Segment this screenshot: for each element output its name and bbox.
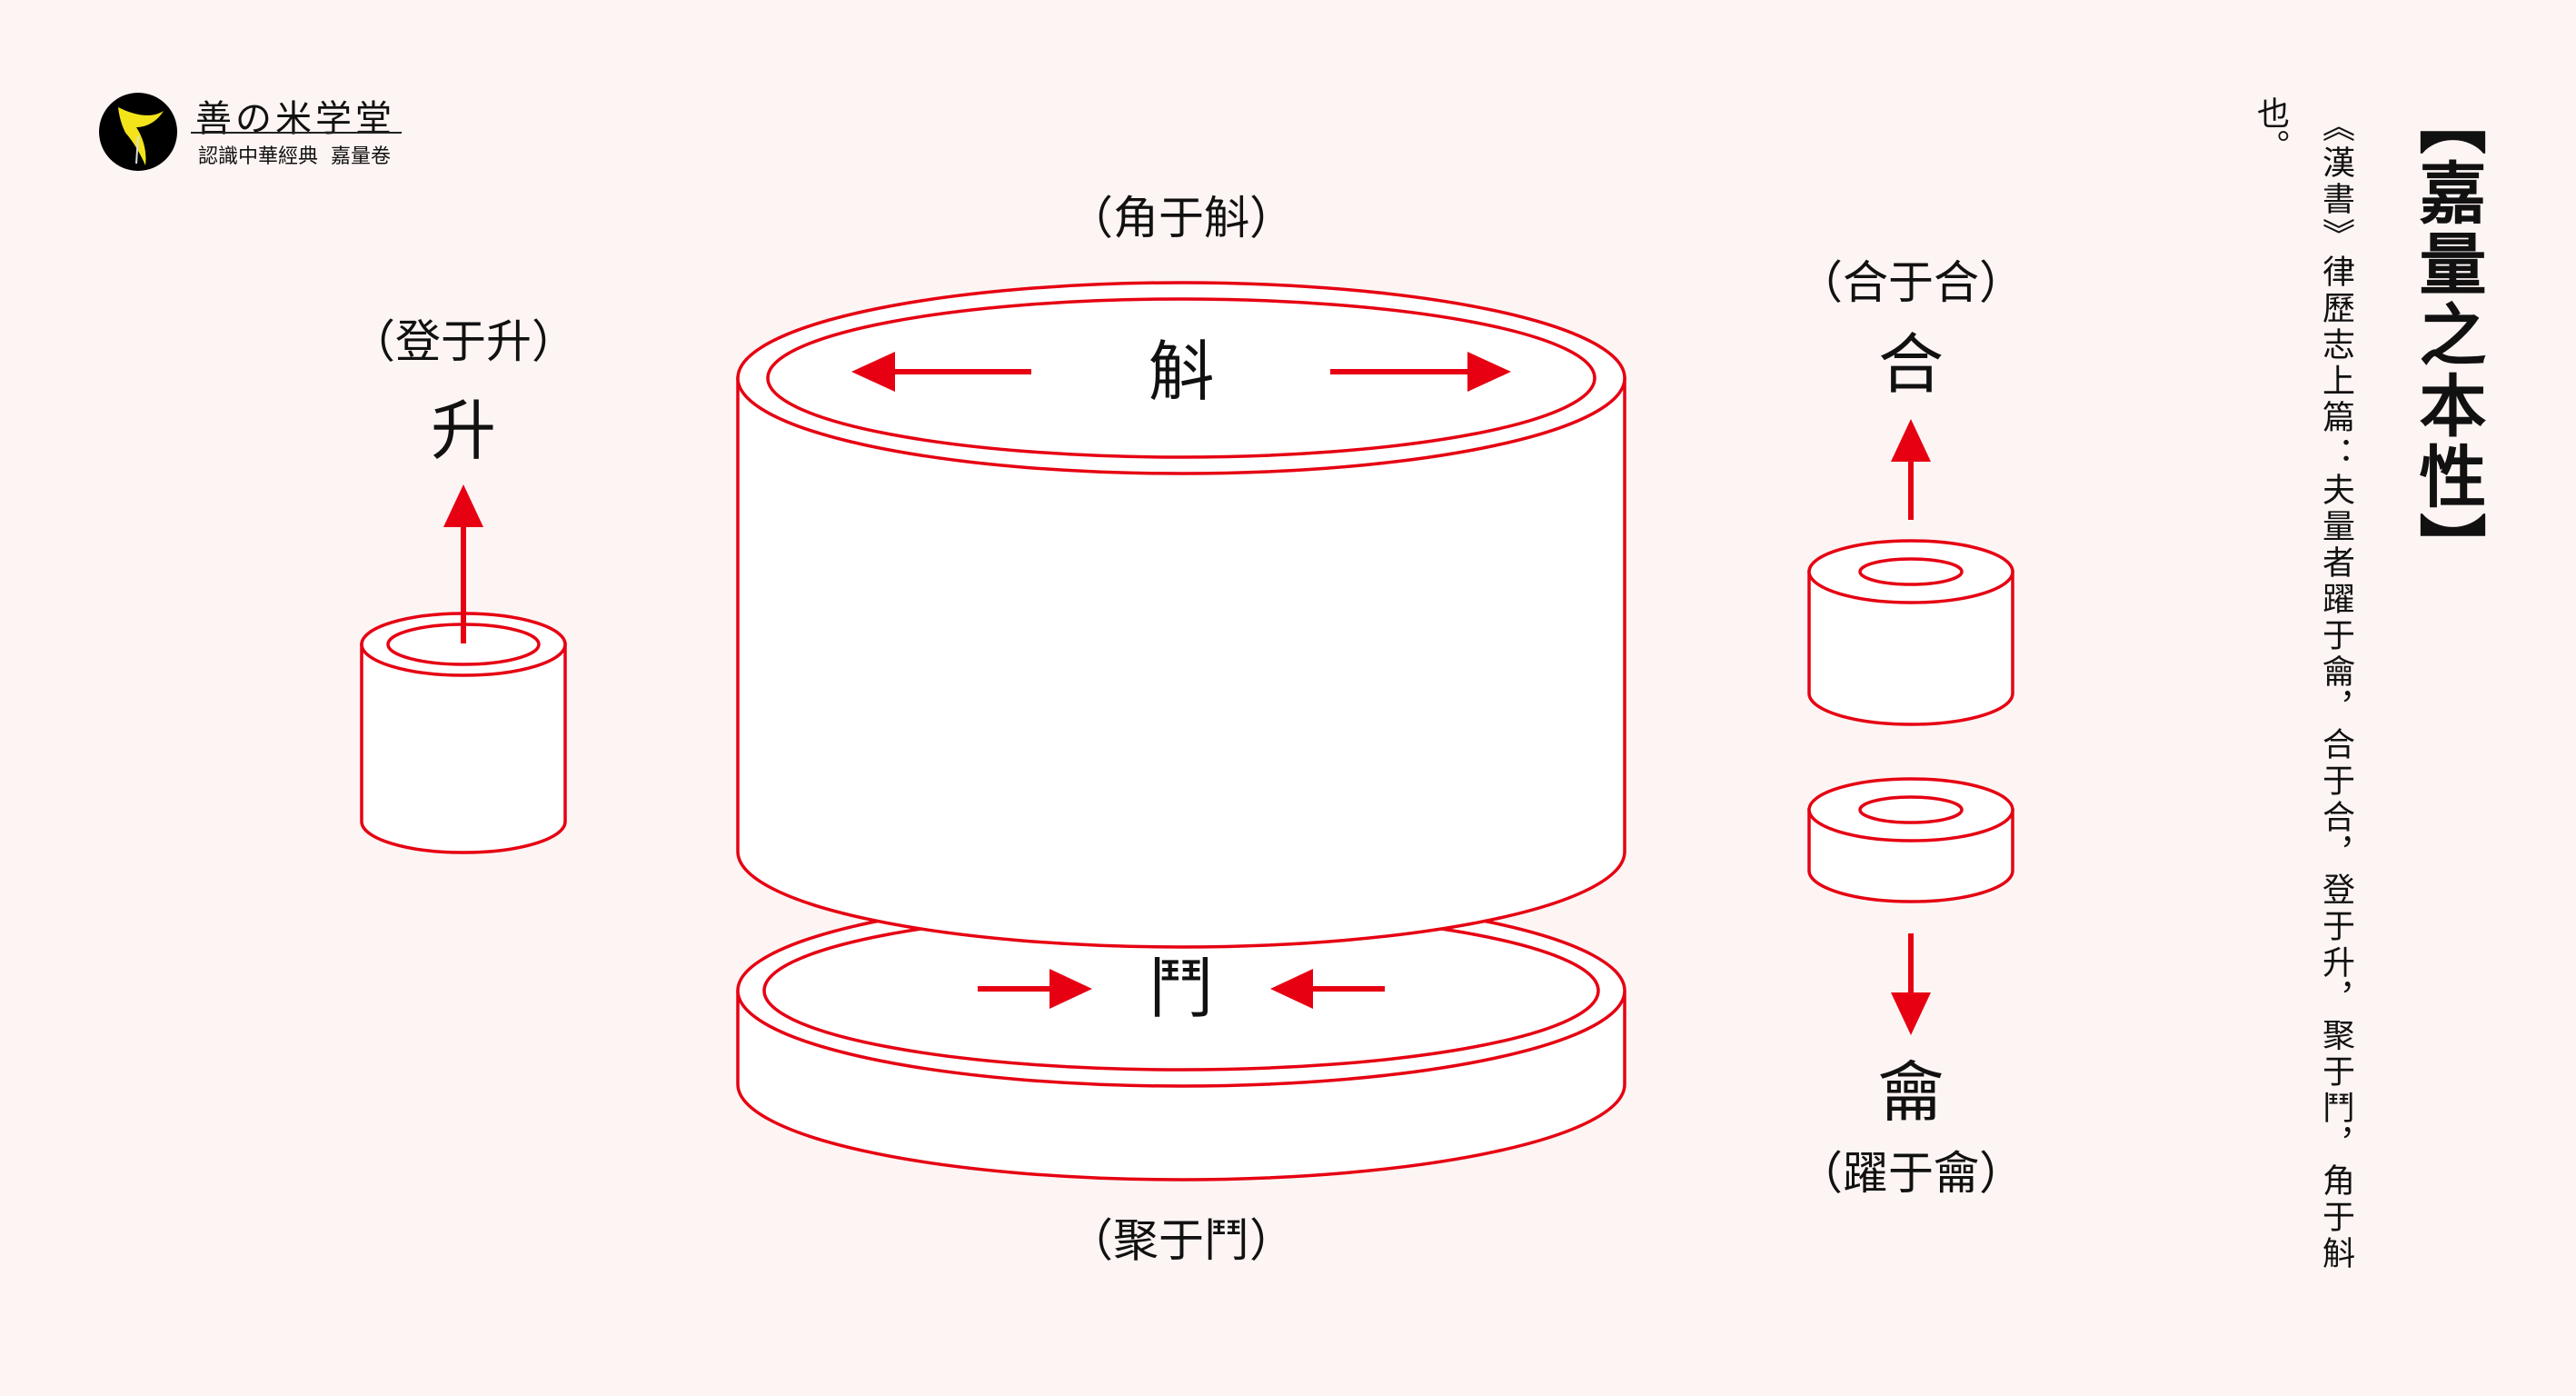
sheng-caption: （登于升） (350, 315, 577, 368)
hu-label: 斛 (1148, 334, 1215, 410)
arrow-left-icon (1270, 969, 1385, 1009)
he-label: 合 (1877, 326, 1944, 403)
he-caption: （合于合） (1797, 256, 2024, 309)
arrow-up-icon (443, 484, 483, 643)
he-cylinder (1807, 539, 2014, 726)
yue-disk (1807, 777, 2014, 903)
hu-cylinder (736, 281, 1626, 949)
sheng-cylinder (360, 612, 567, 854)
page-title: 【嘉量之本性】 (2408, 87, 2486, 583)
dou-label: 鬥 (1148, 951, 1215, 1027)
brand-name: 善の米学堂 (195, 98, 395, 140)
yue-caption: （躍于龠） (1797, 1147, 2024, 1200)
quote-ending: 也。 (2252, 96, 2289, 162)
arrow-down-icon (1891, 933, 1931, 1035)
brand-subtitle: 認識中華經典 嘉量卷 (198, 145, 391, 168)
yue-label: 龠 (1877, 1054, 1944, 1131)
quote-text: 《漢書》律歷志上篇：夫量者躍于龠，合于合，登于升，聚于鬥，角于斛 (2317, 109, 2354, 1272)
arrow-left-icon (851, 352, 1031, 392)
hu-caption: （角于斛） (1068, 192, 1295, 244)
phoenix-logo-icon (99, 93, 177, 171)
arrow-right-icon (1330, 352, 1511, 392)
sheng-label: 升 (430, 393, 497, 469)
brand-divider (191, 132, 402, 134)
arrow-right-icon (978, 969, 1092, 1009)
dou-caption: （聚于鬥） (1068, 1214, 1295, 1267)
arrow-up-icon (1891, 419, 1931, 520)
